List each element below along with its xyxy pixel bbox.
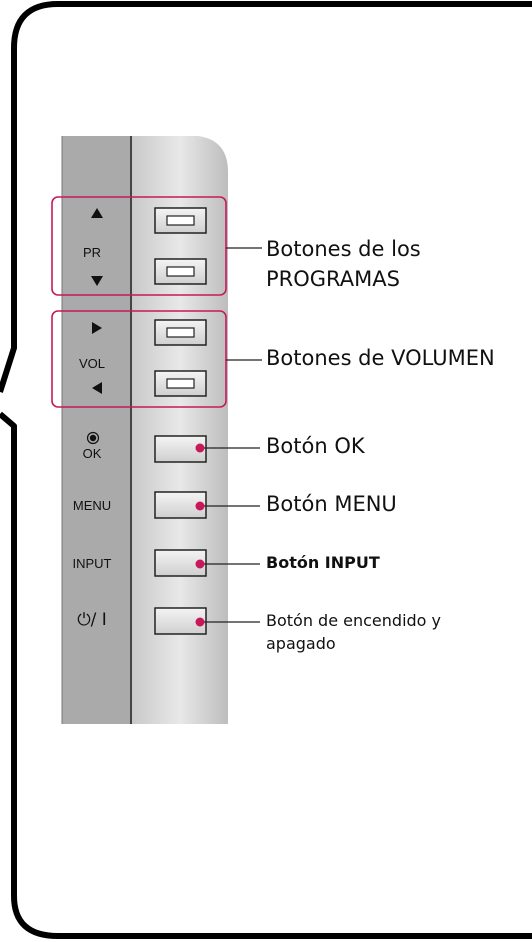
triangle-left-icon: [92, 382, 102, 394]
vol-label: VOL: [78, 356, 105, 371]
vol-group-frame: [51, 310, 227, 408]
panel-left-strip: [62, 136, 132, 724]
pr-up-button: [154, 207, 207, 234]
callout-volumen: Botones de VOLUMEN: [266, 346, 495, 370]
callout-programas-line2: PROGRAMAS: [266, 267, 400, 291]
callout-input: Botón INPUT: [266, 553, 380, 572]
callout-power: Botón de encendido y apagado: [266, 609, 506, 655]
ok-button: [154, 435, 207, 463]
power-label: ⏻/ I: [77, 610, 107, 630]
ok-dot: [195, 443, 205, 453]
triangle-down-icon: [91, 276, 103, 286]
menu-dot: [195, 501, 205, 511]
callout-programas: Botones de los PROGRAMAS: [266, 234, 421, 294]
input-dot: [195, 559, 205, 569]
vol-down-button: [154, 370, 207, 397]
vol-up-button: [154, 319, 207, 346]
ok-label: OK: [82, 446, 102, 461]
pr-down-button: [154, 258, 207, 285]
menu-label: MENU: [72, 498, 112, 513]
input-label: INPUT: [72, 556, 112, 571]
callout-menu: Botón MENU: [266, 492, 397, 516]
callout-ok: Botón OK: [266, 434, 365, 458]
pr-label: PR: [82, 245, 102, 260]
triangle-up-icon: [91, 208, 103, 218]
callout-power-line1: Botón de encendido y: [266, 611, 442, 630]
callout-power-line2: apagado: [266, 634, 336, 653]
ok-dot-icon: [86, 431, 100, 445]
pr-group-frame: [51, 196, 227, 296]
power-dot: [195, 617, 205, 627]
triangle-right-icon: [92, 322, 102, 334]
callout-programas-line1: Botones de los: [266, 237, 421, 261]
